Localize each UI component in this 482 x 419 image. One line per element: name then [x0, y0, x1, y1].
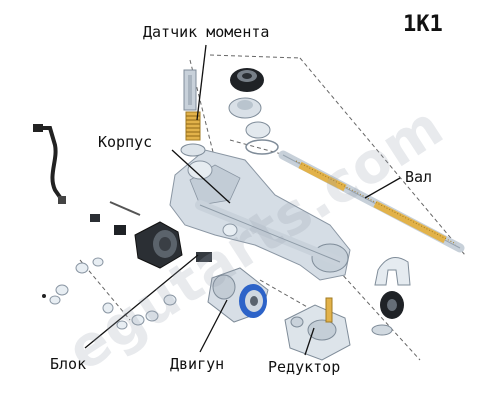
leader-lines: [84, 44, 401, 356]
seal-rings-part: [49, 223, 238, 330]
reducer-part: [284, 297, 351, 361]
ecu-block-part: [90, 201, 212, 269]
reducer-label: Редуктор: [268, 358, 341, 376]
mount-bracket-part: [371, 257, 411, 336]
wiring-harness: [33, 124, 66, 204]
shaft-label: Вал: [405, 168, 433, 186]
motor-part: [207, 267, 269, 323]
motor-label: Двигун: [170, 355, 225, 373]
bearing-housing-part: [228, 97, 279, 155]
bolt-part: [42, 294, 46, 298]
bearing-part: [230, 68, 264, 92]
housing-label: Корпус: [98, 133, 153, 151]
rack-shaft-part: [278, 150, 465, 253]
unit-label: Блок: [50, 355, 87, 373]
torque-sensor-label: Датчик момента: [143, 23, 270, 41]
model-code-label: 1K1: [403, 12, 443, 37]
rack-tube-part: [195, 200, 345, 267]
